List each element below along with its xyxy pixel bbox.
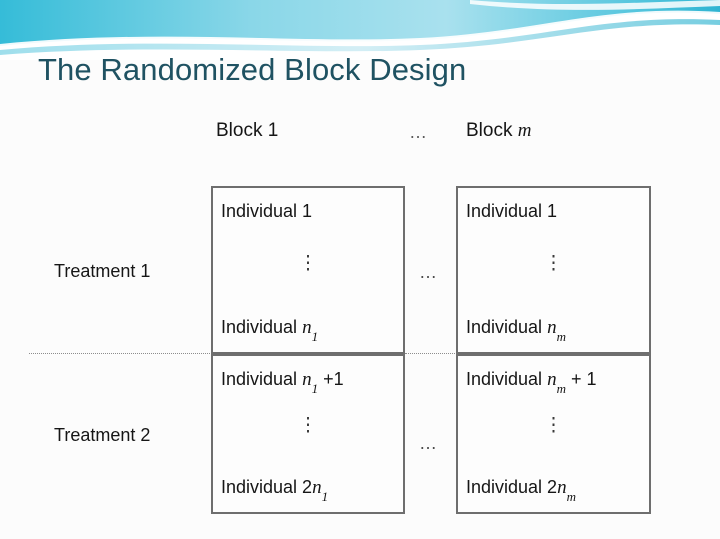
cell-bottom-var: n <box>302 317 312 339</box>
cell-top-label: Individual 1 <box>221 201 313 221</box>
cell-bottom-label: Individual nm <box>466 317 566 344</box>
cell-treatment1-block1: Individual 1 ⋮ Individual n1 <box>211 186 405 354</box>
cell-treatment2-blockm: Individual nm + 1 ⋮ Individual 2nm <box>456 354 651 514</box>
cell-bottom-var: n <box>312 477 322 499</box>
cell-top-subscript: 1 <box>311 380 319 396</box>
between-blocks-ellipsis-bottom: … <box>419 433 439 453</box>
cell-top-var: n <box>547 369 557 390</box>
vertical-ellipsis-icon: ⋮ <box>544 415 563 436</box>
cell-bottom-label: Individual 2n1 <box>221 477 329 504</box>
decorative-wave-header <box>0 0 720 60</box>
cell-bottom-prefix: Individual 2 <box>466 477 558 498</box>
vertical-ellipsis-icon: ⋮ <box>298 253 318 274</box>
page-title: The Randomized Block Design <box>38 52 467 87</box>
cell-top-label: Individual n1 +1 <box>221 369 344 396</box>
cell-bottom-subscript: m <box>566 489 576 504</box>
row-label-treatment-1: Treatment 1 <box>54 261 151 281</box>
vertical-ellipsis-icon: ⋮ <box>298 415 318 436</box>
cell-top-suffix: + 1 <box>565 369 597 389</box>
cell-top-prefix: Individual <box>221 369 303 389</box>
cell-treatment2-block1: Individual n1 +1 ⋮ Individual 2n1 <box>211 354 405 514</box>
cell-bottom-subscript: 1 <box>321 489 329 504</box>
cell-bottom-var: n <box>557 477 567 499</box>
column-header-ellipsis: … <box>409 122 429 142</box>
column-header-block-m: Block m <box>466 120 531 142</box>
cell-bottom-label: Individual n1 <box>221 317 319 344</box>
wave-graphic <box>0 0 720 60</box>
cell-bottom-prefix: Individual <box>466 317 548 338</box>
cell-top-prefix: Individual <box>466 369 548 389</box>
cell-treatment1-blockm: Individual 1 ⋮ Individual nm <box>456 186 651 354</box>
cell-bottom-var: n <box>547 317 557 339</box>
treatment-divider-middle <box>405 353 457 354</box>
cell-top-subscript: m <box>556 380 566 396</box>
column-header-block-1: Block 1 <box>216 120 279 141</box>
cell-top-label: Individual 1 <box>466 201 558 221</box>
cell-bottom-prefix: Individual <box>221 317 303 338</box>
between-blocks-ellipsis-top: … <box>419 262 439 282</box>
cell-bottom-prefix: Individual 2 <box>221 477 313 498</box>
row-label-treatment-2: Treatment 2 <box>54 425 151 445</box>
vertical-ellipsis-icon: ⋮ <box>544 253 563 274</box>
cell-bottom-subscript: 1 <box>311 329 319 344</box>
cell-top-suffix: +1 <box>318 369 344 389</box>
column-header-block-m-label: Block <box>466 120 518 141</box>
treatment-divider-left <box>29 353 212 354</box>
cell-bottom-subscript: m <box>556 329 566 344</box>
cell-top-label: Individual nm + 1 <box>466 369 597 396</box>
cell-bottom-label: Individual 2nm <box>466 477 576 504</box>
cell-top-var: n <box>302 369 312 390</box>
column-header-block-m-var: m <box>517 120 532 141</box>
